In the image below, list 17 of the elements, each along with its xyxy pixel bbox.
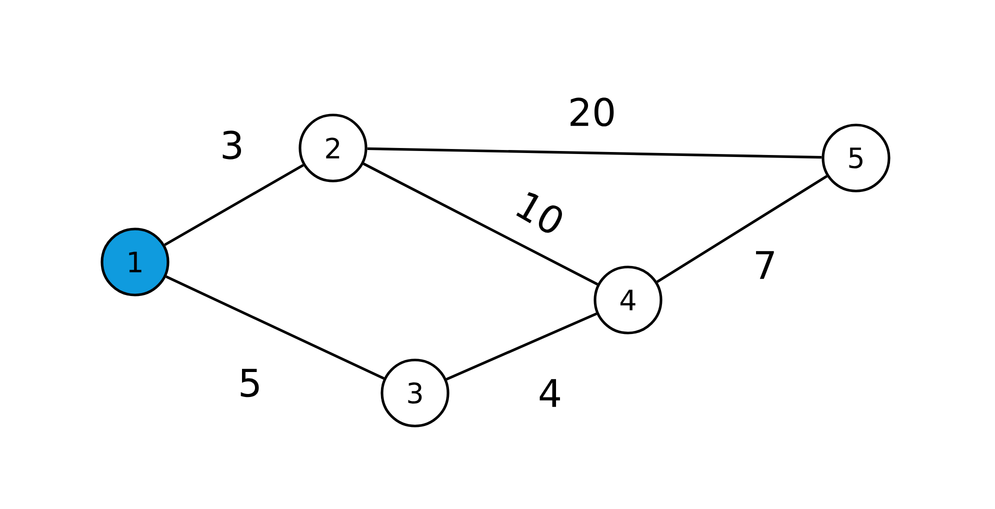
edge-weight: 5 <box>240 368 259 398</box>
graph-edge <box>656 175 828 283</box>
graph-node: 1 <box>100 228 170 296</box>
graph-edge <box>164 164 304 246</box>
graph-edge <box>367 147 822 159</box>
graph-edge <box>166 275 384 380</box>
edge-weight: 3 <box>222 130 242 160</box>
edge-weight: 10 <box>516 192 562 233</box>
edge-weight: 7 <box>756 251 774 279</box>
graph-node: 5 <box>822 124 890 192</box>
graph-edge <box>446 312 598 380</box>
graph-edge <box>362 162 598 286</box>
edge-weight: 4 <box>540 379 560 407</box>
edge-weight: 20 <box>570 98 614 126</box>
graph-node: 3 <box>380 358 450 428</box>
graph-node: 4 <box>594 266 662 334</box>
graph-node: 2 <box>298 114 368 182</box>
